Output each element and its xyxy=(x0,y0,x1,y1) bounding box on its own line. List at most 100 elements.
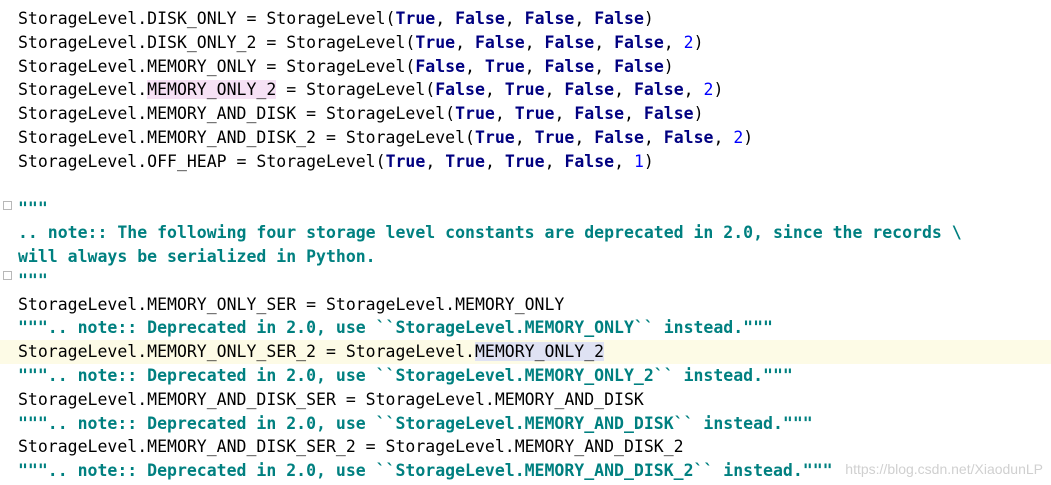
code-text: , xyxy=(713,127,734,147)
code-line-20[interactable]: """.. note:: Deprecated in 2.0, use ``St… xyxy=(18,461,833,481)
code-text: ) xyxy=(693,32,704,52)
keyword: True xyxy=(514,104,555,124)
code-text: , xyxy=(425,151,446,171)
keyword: True xyxy=(504,151,545,171)
code-text: ) xyxy=(743,127,754,147)
keyword: True xyxy=(385,151,426,171)
code-line-19[interactable]: StorageLevel.MEMORY_AND_DISK_SER_2 = Sto… xyxy=(18,437,684,457)
keyword: True xyxy=(395,9,436,28)
code-text: , xyxy=(594,32,615,52)
keyword: False xyxy=(594,127,644,147)
keyword: False xyxy=(474,32,525,52)
code-text: StorageLevel.MEMORY_ONLY = StorageLevel( xyxy=(18,56,416,76)
keyword: True xyxy=(445,151,485,171)
code-text: , xyxy=(544,80,565,100)
code-line-2[interactable]: StorageLevel.DISK_ONLY_2 = StorageLevel(… xyxy=(18,31,1051,55)
number-literal: 2 xyxy=(733,127,744,147)
keyword: False xyxy=(524,9,575,28)
watermark: https://blog.csdn.net/XiaodunLP xyxy=(845,461,1043,477)
code-text: , xyxy=(465,56,485,76)
code-text: StorageLevel.OFF_HEAP = StorageLevel( xyxy=(18,151,386,171)
code-text: , xyxy=(484,80,505,100)
code-text: ) xyxy=(663,56,674,76)
code-line-10[interactable]: .. note:: The following four storage lev… xyxy=(18,223,962,243)
keyword: False xyxy=(544,32,595,52)
code-text: ) xyxy=(713,80,724,100)
code-text: , xyxy=(514,127,535,147)
code-line-8[interactable] xyxy=(18,174,1051,198)
editor-gutter xyxy=(0,0,14,485)
code-text: StorageLevel.MEMORY_AND_DISK = StorageLe… xyxy=(18,104,456,124)
keyword: True xyxy=(504,80,545,100)
code-text: , xyxy=(614,80,634,100)
code-line-16[interactable]: """.. note:: Deprecated in 2.0, use ``St… xyxy=(18,365,793,385)
code-line-17[interactable]: StorageLevel.MEMORY_AND_DISK_SER = Stora… xyxy=(18,389,644,409)
code-line-12[interactable]: """ xyxy=(18,270,48,290)
keyword: True xyxy=(415,32,456,52)
code-line-13[interactable]: StorageLevel.MEMORY_ONLY_SER = StorageLe… xyxy=(18,294,565,314)
code-text: StorageLevel.DISK_ONLY_2 = StorageLevel( xyxy=(18,32,416,52)
number-literal: 2 xyxy=(703,80,714,100)
code-text: , xyxy=(554,104,575,124)
code-text: StorageLevel.DISK_ONLY = StorageLevel( xyxy=(18,9,396,28)
code-text: , xyxy=(504,9,525,28)
code-text: StorageLevel.MEMORY_AND_DISK_2 = Storage… xyxy=(18,127,475,147)
keyword: True xyxy=(534,127,575,147)
code-line-14[interactable]: """.. note:: Deprecated in 2.0, use ``St… xyxy=(18,318,773,338)
code-text: , xyxy=(663,32,684,52)
code-text: , xyxy=(435,9,456,28)
code-text: , xyxy=(574,9,595,28)
code-line-5[interactable]: StorageLevel.MEMORY_AND_DISK = StorageLe… xyxy=(18,102,1051,126)
keyword: False xyxy=(643,104,694,124)
code-text: , xyxy=(594,56,615,76)
code-text: , xyxy=(574,127,595,147)
code-text: StorageLevel.MEMORY_ONLY_SER_2 = Storage… xyxy=(18,342,475,362)
code-text: ) xyxy=(643,9,654,28)
code-text: StorageLevel. xyxy=(18,80,148,100)
keyword: False xyxy=(663,127,714,147)
usage-highlight: MEMORY_ONLY_2 xyxy=(147,80,277,100)
keyword: False xyxy=(435,80,485,100)
keyword: False xyxy=(544,56,595,76)
code-text: , xyxy=(624,104,644,124)
keyword: False xyxy=(614,32,664,52)
code-text: , xyxy=(524,56,545,76)
keyword: False xyxy=(564,80,615,100)
keyword: False xyxy=(415,56,466,76)
code-text: , xyxy=(544,151,565,171)
keyword: False xyxy=(455,9,505,28)
keyword: False xyxy=(633,80,684,100)
fold-marker-icon[interactable] xyxy=(3,201,12,210)
keyword: True xyxy=(474,127,515,147)
code-text: , xyxy=(614,151,634,171)
code-text: ) xyxy=(643,151,654,171)
number-literal: 2 xyxy=(683,32,694,52)
selection-highlight: MEMORY_ONLY_2 xyxy=(474,342,605,362)
code-line-6[interactable]: StorageLevel.MEMORY_AND_DISK_2 = Storage… xyxy=(18,126,1051,150)
number-literal: 1 xyxy=(633,151,644,171)
code-line-3[interactable]: StorageLevel.MEMORY_ONLY = StorageLevel(… xyxy=(18,55,1051,79)
code-line-7[interactable]: StorageLevel.OFF_HEAP = StorageLevel(Tru… xyxy=(18,150,1051,174)
keyword: False xyxy=(594,9,644,28)
keyword: True xyxy=(455,104,495,124)
fold-marker-icon[interactable] xyxy=(3,271,12,280)
code-text: , xyxy=(524,32,545,52)
keyword: True xyxy=(484,56,525,76)
code-line-15-current[interactable]: StorageLevel.MEMORY_ONLY_SER_2 = Storage… xyxy=(0,340,1051,364)
keyword: False xyxy=(614,56,664,76)
code-line-4[interactable]: StorageLevel.MEMORY_ONLY_2 = StorageLeve… xyxy=(18,78,1051,102)
code-line-18[interactable]: """.. note:: Deprecated in 2.0, use ``St… xyxy=(18,413,813,433)
code-line-9[interactable]: """ xyxy=(18,199,48,219)
keyword: False xyxy=(564,151,615,171)
code-text: , xyxy=(484,151,505,171)
keyword: False xyxy=(574,104,625,124)
code-text: , xyxy=(455,32,475,52)
code-lines[interactable]: StorageLevel.DISK_ONLY = StorageLevel(Tr… xyxy=(0,7,1051,483)
code-text: , xyxy=(683,80,704,100)
code-text: = StorageLevel( xyxy=(276,80,436,100)
code-text: ) xyxy=(693,104,704,124)
code-text: , xyxy=(494,104,515,124)
code-line-1[interactable]: StorageLevel.DISK_ONLY = StorageLevel(Tr… xyxy=(18,7,1051,31)
code-line-11[interactable]: will always be serialized in Python. xyxy=(18,246,376,266)
